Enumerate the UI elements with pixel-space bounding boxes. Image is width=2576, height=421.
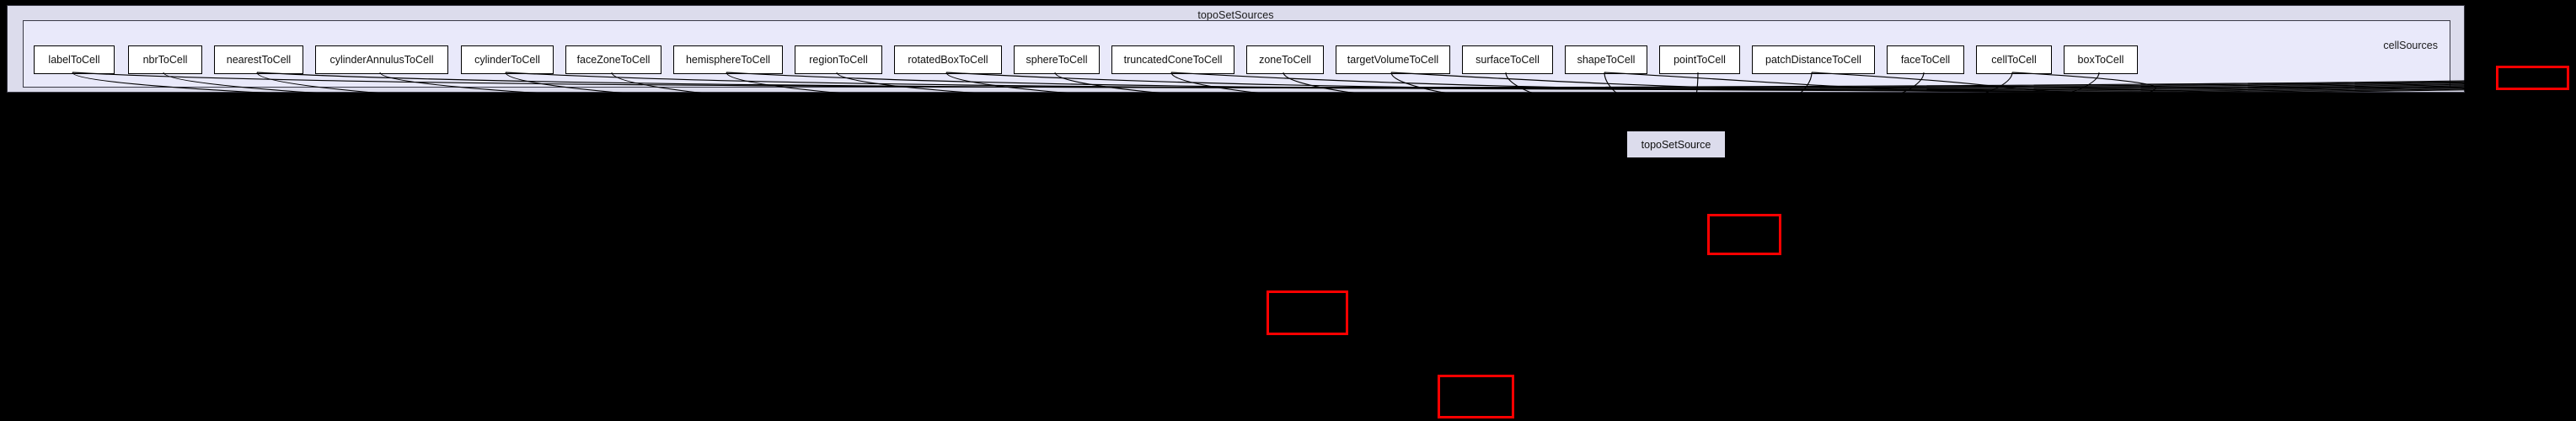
edge-outbound-4 <box>1725 147 2445 159</box>
node-zonetocell[interactable]: zoneToCell <box>1246 45 1324 74</box>
edge-arrowhead <box>1688 120 1695 130</box>
cluster-cellsources-label: cellSources <box>2383 40 2438 51</box>
cluster-cellsources: cellSources labelToCell nbrToCell nearestT… <box>23 20 2450 88</box>
node-patchdistancetocell[interactable]: patchDistanceToCell <box>1752 45 1875 74</box>
edge-label: 1 <box>2454 110 2459 120</box>
node-label: labelToCell <box>48 54 100 66</box>
node-truncatedconetocell[interactable]: truncatedConeToCell <box>1111 45 1234 74</box>
node-label: patchDistanceToCell <box>1765 54 1861 66</box>
edge-label: 1 <box>1642 117 1647 127</box>
edge-outbound-3 <box>1725 142 2445 154</box>
node-pointtocell[interactable]: pointToCell <box>1659 45 1740 74</box>
node-boxtocell[interactable]: boxToCell <box>2064 45 2138 74</box>
node-rotatedboxtocell[interactable]: rotatedBoxToCell <box>894 45 1002 74</box>
edge-arrowhead <box>1727 148 1736 156</box>
edge-arrowhead <box>1616 133 1625 141</box>
node-label: rotatedBoxToCell <box>908 54 988 66</box>
edge-label: 1 <box>1733 152 1738 163</box>
edge-arrowhead <box>1616 145 1625 152</box>
edge-arrowhead <box>1667 121 1676 130</box>
highlight-box-4[interactable] <box>2496 66 2569 90</box>
edge-arrowhead <box>1700 124 1710 131</box>
node-label: pointToCell <box>1674 54 1726 66</box>
node-label: cylinderToCell <box>474 54 540 66</box>
edge-outbound-6 <box>1508 157 1652 384</box>
node-facezonetocell[interactable]: faceZoneToCell <box>565 45 661 74</box>
node-targetvolumetocell[interactable]: targetVolumeToCell <box>1336 45 1450 74</box>
edge-outbound-5 <box>1381 157 1665 304</box>
edge-arrowhead <box>1616 145 1625 152</box>
highlight-box-2[interactable] <box>1267 290 1348 335</box>
node-label: targetVolumeToCell <box>1347 54 1439 66</box>
node-celltocell[interactable]: cellToCell <box>1976 45 2052 74</box>
edge-arrowhead <box>1616 139 1625 147</box>
node-labeltocell[interactable]: labelToCell <box>34 45 115 74</box>
edge-label: 1 <box>1732 130 1737 140</box>
node-label: faceZoneToCell <box>576 54 651 66</box>
cluster-toposetsources: topoSetSources cellSources labelToCell nb… <box>7 5 2465 93</box>
node-shapetocell[interactable]: shapeToCell <box>1565 45 1647 74</box>
node-label: hemisphereToCell <box>685 54 771 66</box>
node-nearesttocell[interactable]: nearestToCell <box>214 45 303 74</box>
node-label: shapeToCell <box>1577 54 1636 66</box>
node-nbrtocell[interactable]: nbrToCell <box>128 45 202 74</box>
edge-outbound-0 <box>1566 157 1677 253</box>
node-cylinderannulustocell[interactable]: cylinderAnnulusToCell <box>315 45 448 74</box>
node-spheretocell[interactable]: sphereToCell <box>1014 45 1100 74</box>
edge-label: 1 <box>1705 120 1710 131</box>
center-node-wrap: topoSetSource <box>1626 131 1726 158</box>
node-toposetsource[interactable]: topoSetSource <box>1626 131 1726 158</box>
node-hemispheretocell[interactable]: hemisphereToCell <box>673 45 783 74</box>
node-label: regionToCell <box>809 54 868 66</box>
node-label: cellToCell <box>1991 54 2037 66</box>
cluster-toposetsources-label: topoSetSources <box>1197 9 1274 21</box>
edge-arrowhead <box>1727 136 1737 142</box>
node-cylindertocell[interactable]: cylinderToCell <box>461 45 554 74</box>
edge-arrowhead <box>1616 139 1625 147</box>
node-label: zoneToCell <box>1259 54 1311 66</box>
node-label: cylinderAnnulusToCell <box>329 54 434 66</box>
edge-arrowhead <box>1727 128 1736 136</box>
node-label: surfaceToCell <box>1475 54 1540 66</box>
node-label: sphereToCell <box>1026 54 1088 66</box>
node-toposetsource-label: topoSetSource <box>1641 138 1711 151</box>
node-label: nbrToCell <box>142 54 188 66</box>
edge-outbound-1 <box>1675 157 1728 220</box>
node-regiontocell[interactable]: regionToCell <box>795 45 882 74</box>
edge-arrowhead <box>1651 123 1661 130</box>
edge-label: 1 <box>1733 141 1738 151</box>
edge-label: 1 <box>1673 119 1678 129</box>
node-label: nearestToCell <box>226 54 292 66</box>
node-facetocell[interactable]: faceToCell <box>1887 45 1964 74</box>
edge-arrowhead <box>1616 133 1625 141</box>
node-label: faceToCell <box>1900 54 1951 66</box>
edge-arrowhead <box>1616 133 1625 141</box>
highlight-box-3[interactable] <box>1438 375 1514 418</box>
edge-arrowhead <box>1727 142 1736 149</box>
edge-outbound-2 <box>1725 136 2445 149</box>
highlight-box-1[interactable] <box>1707 214 1781 255</box>
node-surfacetocell[interactable]: surfaceToCell <box>1462 45 1553 74</box>
node-label: boxToCell <box>2077 54 2124 66</box>
node-label: truncatedConeToCell <box>1123 54 1223 66</box>
